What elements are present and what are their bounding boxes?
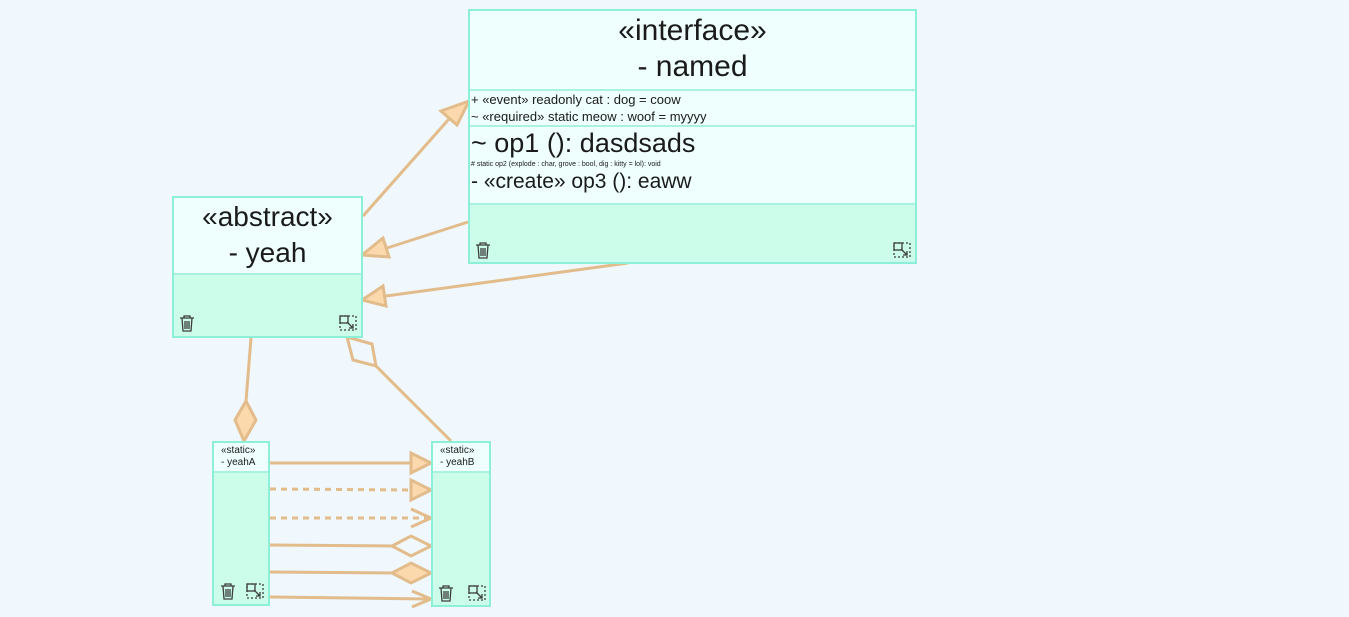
class-header: «static» - yeahA: [214, 443, 268, 473]
link-composition[interactable]: [269, 570, 393, 575]
class-header: «interface» - named: [470, 11, 915, 91]
composition-diamond: [388, 561, 435, 585]
resize-icon[interactable]: [893, 242, 911, 258]
link-named-to-yeah-lower[interactable]: [385, 261, 629, 298]
trash-icon[interactable]: [438, 584, 454, 602]
attributes-section: + «event» readonly cat : dog = coow ~ «r…: [470, 91, 915, 127]
class-box-named[interactable]: «interface» - named + «event» readonly c…: [468, 9, 917, 264]
link-named-to-yeah-upper[interactable]: [386, 220, 469, 250]
class-box-yeahB[interactable]: «static» - yeahB: [431, 441, 491, 607]
class-header: «static» - yeahB: [433, 443, 489, 473]
aggregation-diamond: [233, 397, 258, 445]
class-stereotype: «static»: [221, 445, 256, 456]
trash-icon[interactable]: [179, 314, 195, 332]
generalization-arrowhead: [358, 235, 392, 259]
class-box-yeahA[interactable]: «static» - yeahA: [212, 441, 270, 606]
realization-arrowhead: [409, 477, 435, 503]
operation-row[interactable]: - «create» op3 (): eaww: [471, 170, 692, 193]
class-stereotype: «static»: [440, 445, 475, 456]
link-yeahA-to-yeah[interactable]: [244, 337, 253, 402]
attribute-row[interactable]: ~ «required» static meow : woof = myyyy: [471, 109, 707, 124]
aggregation-diamond: [344, 334, 378, 369]
generalization-arrowhead: [358, 283, 388, 309]
operations-section: ~ op1 (): dasdsads # static op2 (explode…: [470, 127, 915, 205]
class-stereotype: «interface»: [618, 14, 767, 47]
aggregation-diamond: [388, 534, 435, 558]
operation-row[interactable]: # static op2 (explode : char, grove : bo…: [471, 161, 661, 168]
class-name[interactable]: - yeah: [228, 237, 307, 268]
link-yeahB-to-yeah[interactable]: [374, 364, 453, 443]
class-name[interactable]: - named: [637, 50, 748, 83]
class-name[interactable]: - yeahB: [440, 457, 475, 468]
link-yeah-to-named[interactable]: [361, 118, 451, 217]
link-aggregation[interactable]: [269, 543, 393, 548]
class-stereotype: «abstract»: [202, 201, 333, 232]
class-name[interactable]: - yeahA: [221, 457, 256, 468]
generalization-arrowhead: [409, 450, 435, 476]
class-header: «abstract» - yeah: [174, 198, 361, 275]
class-box-yeah[interactable]: «abstract» - yeah: [172, 196, 363, 338]
generalization-arrowhead: [438, 98, 473, 128]
link-association[interactable]: [269, 595, 430, 601]
resize-icon[interactable]: [246, 583, 264, 599]
trash-icon[interactable]: [220, 582, 236, 600]
operation-row[interactable]: ~ op1 (): dasdsads: [471, 128, 696, 158]
link-realization[interactable]: [269, 487, 412, 492]
resize-icon[interactable]: [339, 315, 357, 331]
attribute-row[interactable]: + «event» readonly cat : dog = coow: [471, 92, 681, 107]
resize-icon[interactable]: [468, 585, 486, 601]
trash-icon[interactable]: [475, 241, 491, 259]
